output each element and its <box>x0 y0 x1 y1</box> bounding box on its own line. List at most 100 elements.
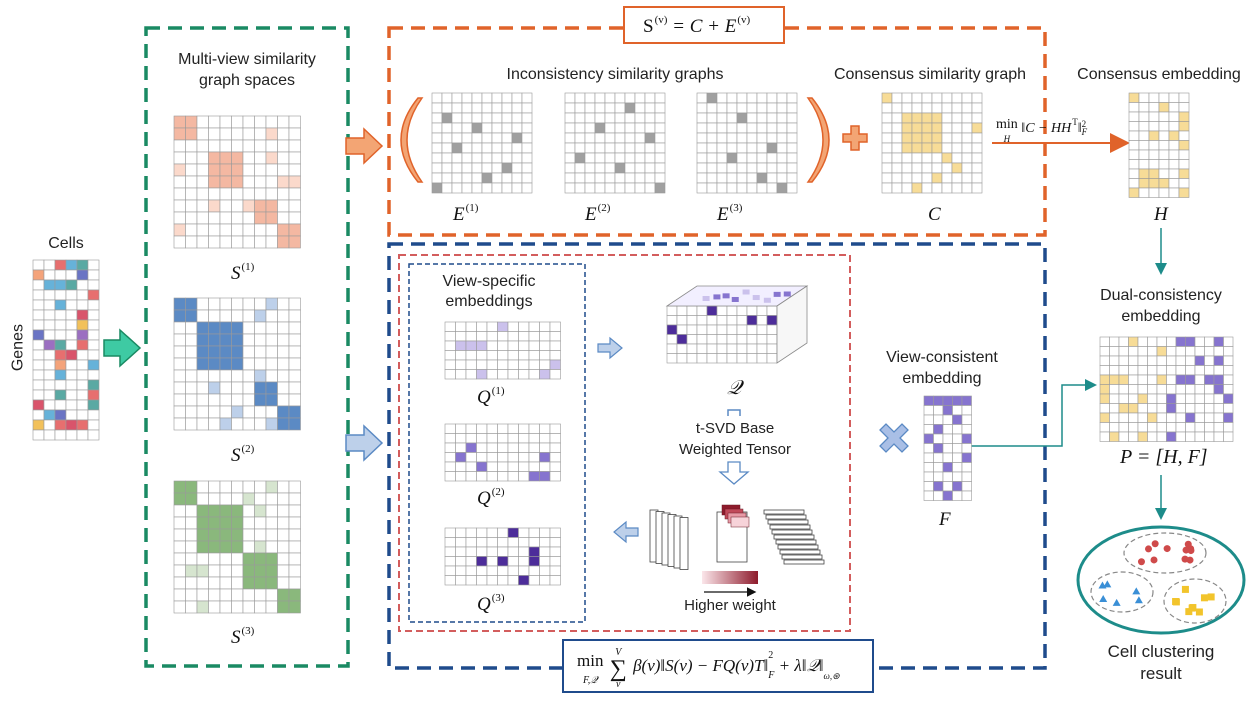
s1-label: S(1) <box>231 261 255 284</box>
q-tensor-top-cell <box>722 293 730 299</box>
cluster-point-blue <box>1134 596 1143 604</box>
cells-label: Cells <box>48 235 84 252</box>
right-arrow-icon <box>597 336 623 360</box>
cells-genes-matrix <box>32 259 100 441</box>
p-matrix <box>1099 336 1234 442</box>
cluster-result-ellipse <box>1076 525 1246 635</box>
tsvd-title-1: t-SVD Base <box>695 420 775 437</box>
e1-graph <box>431 92 533 194</box>
view-specific-title-2: embeddings <box>445 293 533 310</box>
q-tensor-top-cell <box>783 291 791 297</box>
q-tensor-top-cell <box>763 297 771 303</box>
bottom-formula-box <box>562 639 874 693</box>
cluster-point-red <box>1144 545 1152 553</box>
tensor-horizontal-slices <box>763 509 825 565</box>
bracket-icon <box>727 409 741 416</box>
cluster-point-red <box>1137 558 1145 566</box>
cluster-red <box>1123 532 1207 574</box>
multi-view-title-2: graph spaces <box>198 72 296 89</box>
q-tensor-front <box>666 305 778 364</box>
h-graph <box>1128 92 1190 198</box>
view-consistent-title-1: View-consistent <box>886 349 998 366</box>
q-tensor-top-cell <box>752 295 760 301</box>
q-tensor-side <box>776 285 808 364</box>
s3-label: S(3) <box>231 625 255 648</box>
s3-graph <box>173 480 301 614</box>
dual-title-1: Dual-consistency <box>1100 287 1222 304</box>
cluster-point-red <box>1150 556 1158 564</box>
tsvd-title-2: Weighted Tensor <box>678 441 792 458</box>
e2-graph <box>564 92 666 194</box>
dual-title-2: embedding <box>1121 308 1201 325</box>
consensus-graph-title: Consensus similarity graph <box>833 66 1027 83</box>
inconsistency-title: Inconsistency similarity graphs <box>506 66 724 83</box>
green-frame <box>144 26 350 668</box>
cell-clustering-title-2: result <box>1140 664 1182 683</box>
s2-graph <box>173 297 301 431</box>
cluster-point-yellow <box>1195 608 1203 616</box>
cluster-point-blue <box>1103 580 1112 588</box>
cluster-point-yellow <box>1188 604 1196 612</box>
open-bracket-icon <box>400 97 424 183</box>
red-frame <box>398 254 851 632</box>
genes-label: Genes <box>9 324 27 372</box>
cluster-point-blue <box>1099 594 1108 602</box>
right-arrow-icon <box>103 328 142 368</box>
f-label: F <box>939 509 951 530</box>
cluster-blue <box>1090 571 1154 613</box>
q-tensor-label: 𝒬 <box>727 377 742 399</box>
higher-weight-label: Higher weight <box>684 597 776 614</box>
f-to-dual-arrow <box>968 379 1097 447</box>
top-formula-box <box>623 6 785 44</box>
q1-label: Q(1) <box>477 385 505 408</box>
q-tensor-top-cell <box>731 296 739 302</box>
multi-view-title-1: Multi-view similarity <box>178 51 316 68</box>
left-arrow-icon <box>613 520 639 544</box>
c-label: C <box>928 204 941 225</box>
cluster-point-blue <box>1132 587 1141 595</box>
cluster-point-red <box>1187 547 1195 555</box>
q-tensor-top-cell <box>713 294 721 300</box>
cluster-point-blue <box>1112 598 1121 606</box>
q-tensor-top-cell <box>702 295 710 301</box>
right-arrow-icon <box>345 127 384 165</box>
orange-frame <box>387 26 1047 237</box>
q3-matrix <box>444 527 561 586</box>
f-matrix <box>923 395 972 501</box>
weight-slab <box>730 516 750 528</box>
cluster-point-red <box>1151 540 1159 548</box>
q2-matrix <box>444 423 561 482</box>
e3-graph <box>696 92 798 194</box>
e1-label: E(1) <box>453 202 479 225</box>
q2-label: Q(2) <box>477 486 505 509</box>
multiply-icon <box>879 423 909 453</box>
right-arrow-icon <box>345 424 384 462</box>
q-tensor-top-cell <box>742 289 750 295</box>
q3-label: Q(3) <box>477 592 505 615</box>
q1-matrix <box>444 321 561 380</box>
view-specific-title-1: View-specific <box>442 273 536 290</box>
c-graph <box>881 92 983 194</box>
close-bracket-icon <box>806 97 830 183</box>
view-consistent-title-2: embedding <box>902 370 982 387</box>
s1-graph <box>173 115 301 249</box>
cluster-point-yellow <box>1172 598 1180 606</box>
cluster-point-yellow <box>1185 608 1193 616</box>
consensus-embedding-title: Consensus embedding <box>1077 66 1241 83</box>
cluster-point-yellow <box>1200 594 1208 602</box>
cluster-point-yellow <box>1181 585 1189 593</box>
p-label: P = [H, F] <box>1120 446 1208 468</box>
plus-icon <box>842 125 868 151</box>
cell-clustering-title-1: Cell clustering <box>1107 642 1215 661</box>
top-formula: S(v) = C + E(v) <box>643 14 751 37</box>
tensor-frontal-slices <box>649 509 689 570</box>
cluster-point-red <box>1186 556 1194 564</box>
weight-gradient-bar <box>702 571 758 584</box>
view-specific-frame <box>408 263 586 623</box>
q-tensor-top-cell <box>773 291 781 297</box>
h-label: H <box>1154 204 1168 225</box>
